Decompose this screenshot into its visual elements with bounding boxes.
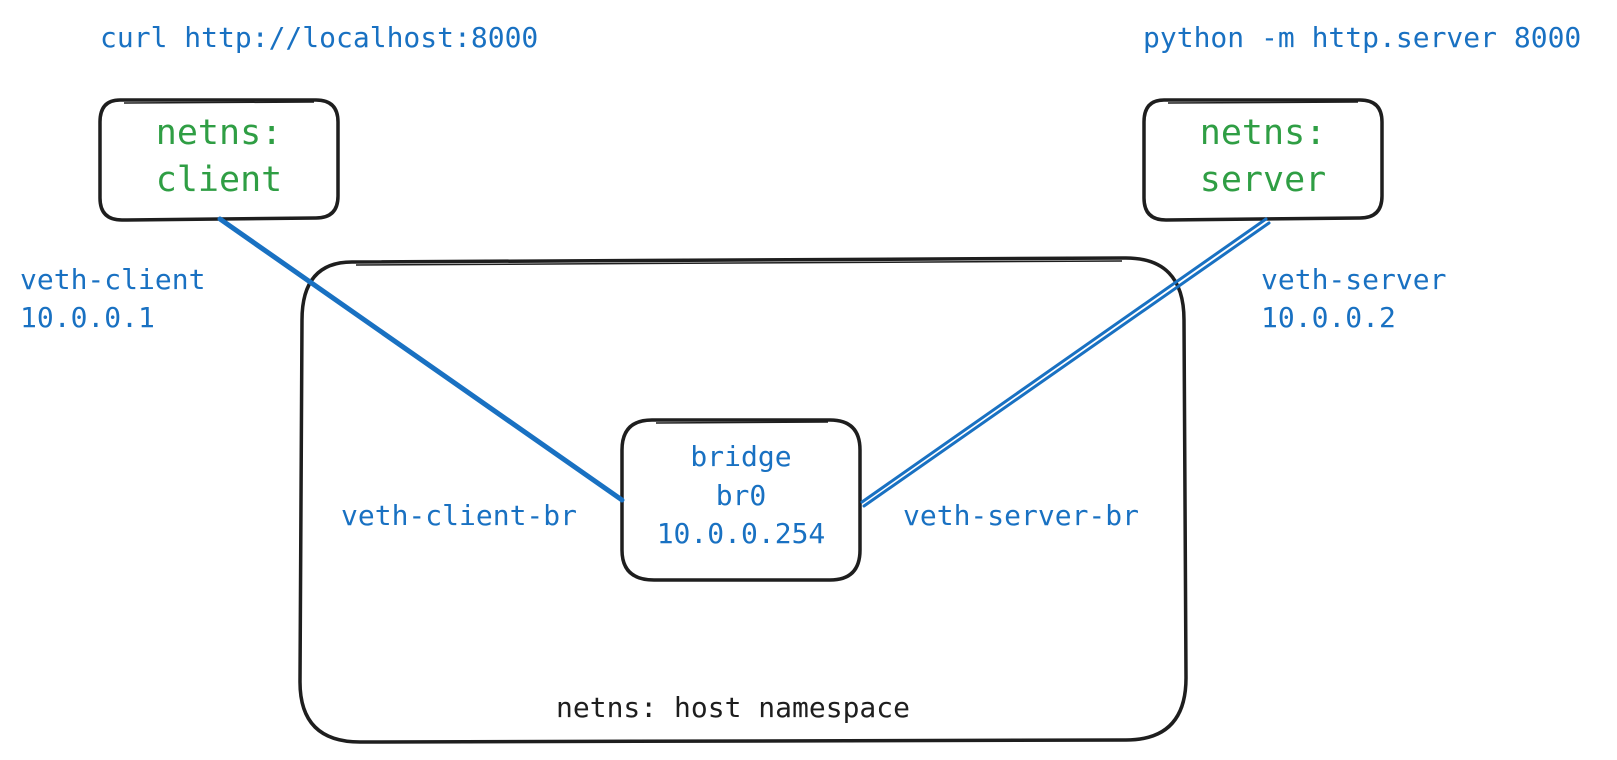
- client-namespace-label: netns: client: [100, 110, 338, 205]
- client-namespace-prefix: netns:: [155, 113, 283, 153]
- bridge-name: br0: [715, 478, 767, 512]
- client-namespace-name: client: [155, 160, 283, 201]
- server-namespace-label: netns: server: [1144, 110, 1382, 205]
- client-command-label: curl http://localhost:8000: [100, 21, 539, 54]
- bridge-ip: 10.0.0.254: [656, 517, 826, 551]
- host-namespace-label: netns: host namespace: [556, 691, 911, 724]
- veth-client-link: [217, 216, 625, 503]
- veth-server-link: [860, 217, 1271, 508]
- veth-server-label: veth-server 10.0.0.2: [1261, 261, 1446, 337]
- server-namespace-prefix: netns:: [1199, 113, 1327, 153]
- server-command-label: python -m http.server 8000: [1143, 21, 1582, 54]
- server-namespace-box: [1142, 98, 1384, 222]
- veth-client-br-label: veth-client-br: [341, 499, 578, 532]
- bridge-type: bridge: [690, 440, 792, 473]
- veth-client-label: veth-client 10.0.0.1: [20, 261, 205, 337]
- host-namespace-box: [298, 256, 1188, 744]
- veth-server-ip: 10.0.0.2: [1261, 300, 1396, 334]
- veth-client-name: veth-client: [20, 263, 206, 296]
- bridge-box: [620, 418, 862, 582]
- bridge-label: bridge br0 10.0.0.254: [622, 438, 860, 554]
- client-namespace-box: [98, 98, 340, 222]
- veth-server-br-label: veth-server-br: [903, 499, 1140, 532]
- server-namespace-name: server: [1199, 160, 1327, 201]
- veth-server-name: veth-server: [1261, 263, 1447, 296]
- veth-client-ip: 10.0.0.1: [20, 300, 155, 334]
